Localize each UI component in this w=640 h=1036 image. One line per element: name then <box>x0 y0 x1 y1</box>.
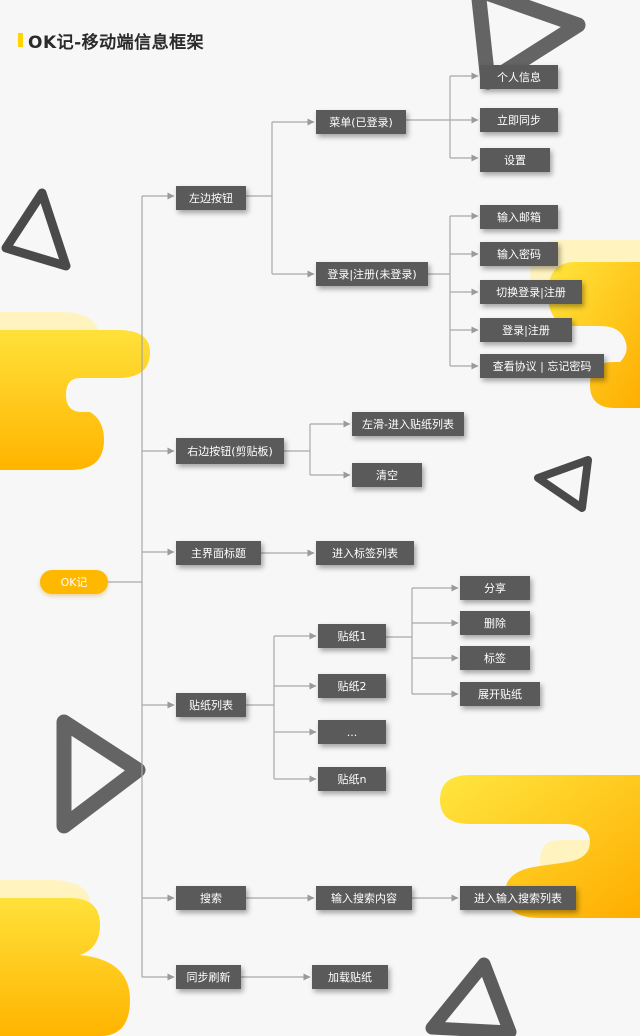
node-menu-logged-in: 菜单(已登录) <box>316 110 406 134</box>
node-enter-email: 输入邮箱 <box>480 205 558 229</box>
node-sync-refresh: 同步刷新 <box>176 965 241 989</box>
triangle-decoration-left-upper <box>1 188 71 271</box>
node-clear: 清空 <box>352 463 422 487</box>
node-sync-now: 立即同步 <box>480 108 558 132</box>
node-settings: 设置 <box>480 148 550 172</box>
node-sticker-2: 贴纸2 <box>318 674 386 698</box>
page-title: OK记-移动端信息框架 <box>28 33 205 53</box>
node-login-register: 登录|注册 <box>480 318 572 342</box>
yellow-blob-left <box>0 312 150 470</box>
yellow-blob-right-bottom <box>440 775 640 918</box>
node-sticker-1: 贴纸1 <box>318 624 386 648</box>
node-main-title: 主界面标题 <box>176 541 261 565</box>
node-enter-search-content: 输入搜索内容 <box>316 886 412 910</box>
node-enter-tag-list: 进入标签列表 <box>316 541 414 565</box>
node-share: 分享 <box>460 576 530 600</box>
triangle-decoration-bottom <box>425 957 517 1036</box>
node-sticker-n: 贴纸n <box>318 767 386 791</box>
node-search: 搜索 <box>176 886 246 910</box>
node-login-register-logged-out: 登录|注册(未登录) <box>316 262 428 286</box>
node-ellipsis: ... <box>318 720 386 744</box>
triangle-decoration-right-middle <box>534 456 592 512</box>
node-left-button: 左边按钮 <box>176 186 246 210</box>
node-enter-search-list: 进入输入搜索列表 <box>460 886 576 910</box>
node-delete: 删除 <box>460 611 530 635</box>
node-sticker-list: 贴纸列表 <box>176 693 246 717</box>
triangle-decoration-left-lower <box>56 714 146 834</box>
triangle-decoration-top <box>471 0 586 90</box>
node-personal-info: 个人信息 <box>480 65 558 89</box>
node-load-stickers: 加载贴纸 <box>312 965 388 989</box>
node-view-agreement-forgot-password: 查看协议 | 忘记密码 <box>480 354 604 378</box>
node-tag: 标签 <box>460 646 530 670</box>
node-switch-login-register: 切换登录|注册 <box>480 280 582 304</box>
root-node: OK记 <box>40 570 108 594</box>
node-right-button: 右边按钮(剪贴板) <box>176 438 284 464</box>
yellow-blob-left-bottom <box>0 880 130 1036</box>
node-swipe-left-sticker-list: 左滑-进入贴纸列表 <box>352 412 464 436</box>
node-enter-password: 输入密码 <box>480 242 558 266</box>
title-accent-bar <box>18 33 23 47</box>
node-expand-sticker: 展开贴纸 <box>460 682 540 706</box>
